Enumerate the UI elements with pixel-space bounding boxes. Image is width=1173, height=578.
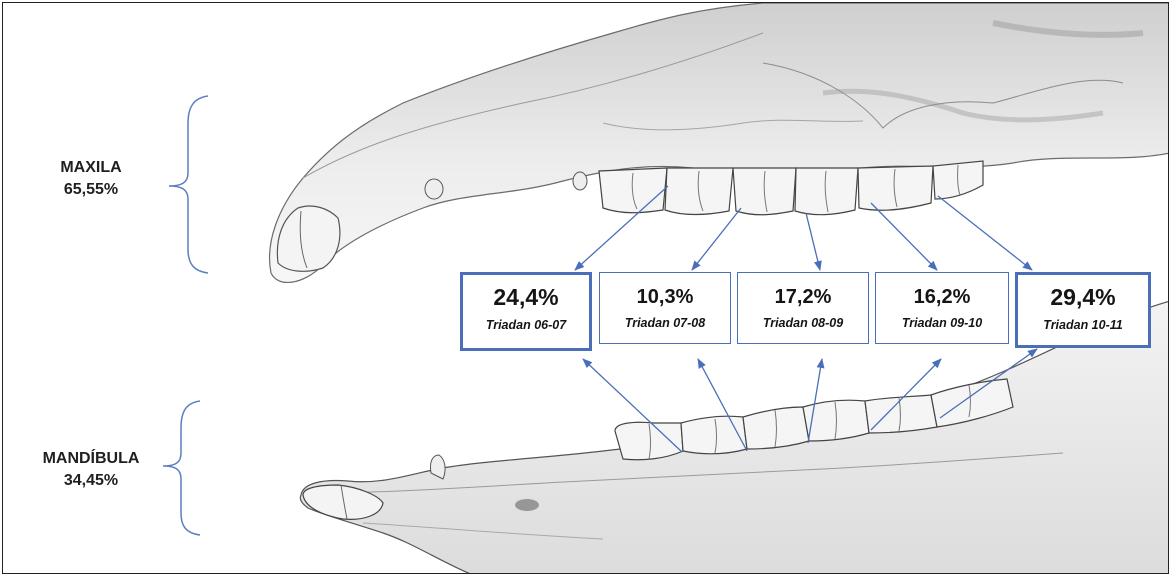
mandibula-brace bbox=[163, 401, 200, 535]
segment-box-08-09: 17,2% Triadan 08-09 bbox=[737, 272, 869, 344]
segment-percent: 10,3% bbox=[600, 285, 730, 309]
segment-box-09-10: 16,2% Triadan 09-10 bbox=[875, 272, 1009, 344]
arrow-upper-08-09 bbox=[806, 213, 820, 270]
arrow-upper-10-11 bbox=[938, 196, 1032, 270]
arrow-upper-07-08 bbox=[692, 208, 741, 270]
segment-label: Triadan 06-07 bbox=[463, 317, 589, 333]
segment-percent: 24,4% bbox=[463, 284, 589, 310]
segment-percent: 17,2% bbox=[738, 285, 868, 309]
arrow-upper-09-10 bbox=[871, 203, 937, 270]
segment-label: Triadan 10-11 bbox=[1018, 317, 1148, 333]
mandibula-name: MANDÍBULA bbox=[17, 448, 165, 470]
maxila-name: MAXILA bbox=[31, 157, 151, 179]
mandibula-percent: 34,45% bbox=[17, 470, 165, 492]
maxila-label: MAXILA 65,55% bbox=[31, 157, 151, 201]
segment-box-10-11: 29,4% Triadan 10-11 bbox=[1015, 272, 1151, 348]
mandibula-label: MANDÍBULA 34,45% bbox=[17, 448, 165, 492]
segment-label: Triadan 09-10 bbox=[876, 315, 1008, 331]
maxilla-bone bbox=[270, 3, 1169, 282]
upper-cheek-teeth bbox=[599, 161, 983, 215]
segment-percent: 29,4% bbox=[1018, 284, 1148, 310]
maxilla-brace bbox=[169, 96, 208, 273]
segment-label: Triadan 08-09 bbox=[738, 315, 868, 331]
segment-box-06-07: 24,4% Triadan 06-07 bbox=[460, 272, 592, 351]
maxila-percent: 65,55% bbox=[31, 179, 151, 201]
segment-label: Triadan 07-08 bbox=[600, 315, 730, 331]
segment-percent: 16,2% bbox=[876, 285, 1008, 309]
segment-box-07-08: 10,3% Triadan 07-08 bbox=[599, 272, 731, 344]
